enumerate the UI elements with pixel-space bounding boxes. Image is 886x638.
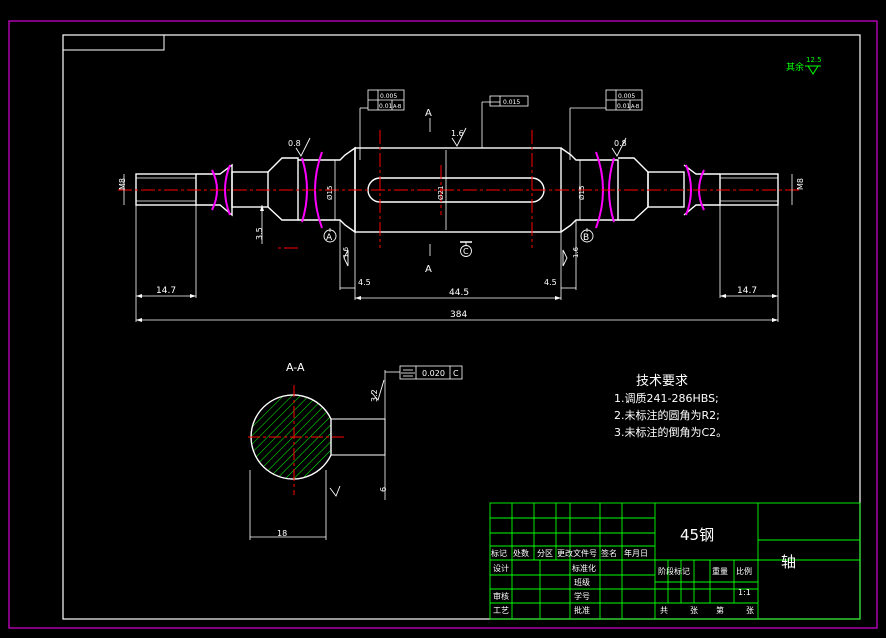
tb-sheet-1: 张 [690,606,698,615]
dimension-arrows [136,205,778,322]
tol-right-ref: A-B [631,104,640,110]
tb-scale: 1:1 [738,588,751,597]
section-rough-label: 3.2 [370,389,379,402]
dia-left-label: Ø15 [326,186,334,200]
notes-title: 技术要求 [636,374,688,389]
shaft-left-collar [267,157,299,221]
dia-mid-label: Ø21 [437,186,445,200]
section-width-label: 18 [277,529,287,538]
tol-symmetry: 0.020 [422,369,445,378]
roughness-symbols [295,127,627,267]
inner-frame [62,34,861,620]
len-left-label: 14.7 [156,286,176,296]
tb-header-5: 年月日 [624,548,648,558]
tb-mid-3: 批准 [574,605,590,615]
dia-right-label: Ø15 [578,186,586,200]
step-label: 3.5 [255,227,264,240]
section-title: A-A [286,361,305,374]
section-mark-top: A [425,108,432,119]
tolerance-frames [367,89,643,111]
roughness-right-shoulder: 0.8 [614,139,627,148]
tb-sheet-2: 第 [716,605,724,615]
technical-notes: 技术要求 1.调质241-286HBS; 2.未标注的圆角为R2; 3.未标注的… [614,374,727,439]
tol-left-bottom: 0.01 [379,103,393,110]
part-name-label: 轴 [781,553,796,571]
roughness-bottom-left: 1.6 [342,246,350,258]
datum-a: A [323,229,337,243]
tb-header-0: 标记 [491,548,507,558]
roughness-other-value: 12.5 [806,56,822,64]
svg-text:A: A [326,233,333,243]
svg-text:C: C [463,247,469,256]
len-right-label: 14.7 [737,286,757,296]
tol-left-top: 0.005 [380,93,397,100]
svg-text:B: B [583,233,589,243]
dimension-texts: M8 M8 14.7 14.7 384 44.5 4.5 4.5 3.5 Ø15… [118,178,805,320]
centerlines [118,130,800,249]
tb-stage-1: 重量 [712,566,728,576]
tb-header-1: 处数 [513,548,529,558]
title-block [489,502,861,620]
tb-left-2: 工艺 [493,606,509,615]
mid-length-label: 44.5 [449,288,469,298]
roughness-bottom-right: 1.6 [572,246,580,258]
thread-right-label: M8 [796,178,805,190]
thread-left-label: M8 [118,178,127,190]
tb-stage-2: 比例 [736,566,752,576]
tb-mid-2: 学号 [574,591,590,601]
datum-b: B [580,229,594,243]
short-right-label: 4.5 [544,278,557,287]
tol-symmetry-ref: C [453,369,459,378]
tol-right-top: 0.005 [618,93,635,100]
tb-header-4: 签名 [601,548,617,558]
tb-stage-0: 阶段标记 [658,566,690,576]
shaft-right-collar [618,157,649,221]
tb-sheet-0: 共 [660,606,668,615]
note-item-1: 1.调质241-286HBS; [614,392,719,405]
dimension-lines [123,101,793,322]
note-item-2: 2.未标注的圆角为R2; [614,408,720,422]
corner-box [62,34,165,51]
section-aa [248,365,463,540]
tb-sheet-3: 张 [746,606,754,615]
tol-left-ref: A-B [393,104,402,110]
roughness-other-label: 其余 [786,61,804,73]
note-item-3: 3.未标注的倒角为C2。 [614,425,727,439]
roughness-left-shoulder: 0.8 [288,139,301,148]
tol-right-bottom: 0.01 [617,103,631,110]
outer-frame [8,20,878,629]
section-mark-bottom: A [425,264,432,275]
total-length-label: 384 [450,310,467,320]
tb-mid-1: 班级 [574,577,590,587]
section-depth-label: 6 [379,487,388,492]
datum-c: C [460,241,472,257]
tb-left-1: 审核 [493,591,509,601]
tb-header-2: 分区 [537,549,553,558]
material-label: 45钢 [680,526,714,544]
roughness-symbol-other [805,65,821,75]
roughness-top: 1.6 [451,129,464,138]
tol-center: 0.015 [503,99,520,106]
tb-header-3: 更改文件号 [557,548,597,558]
tb-mid-0: 标准化 [572,563,596,573]
short-left-label: 4.5 [358,278,371,287]
tb-left-0: 设计 [493,563,509,573]
